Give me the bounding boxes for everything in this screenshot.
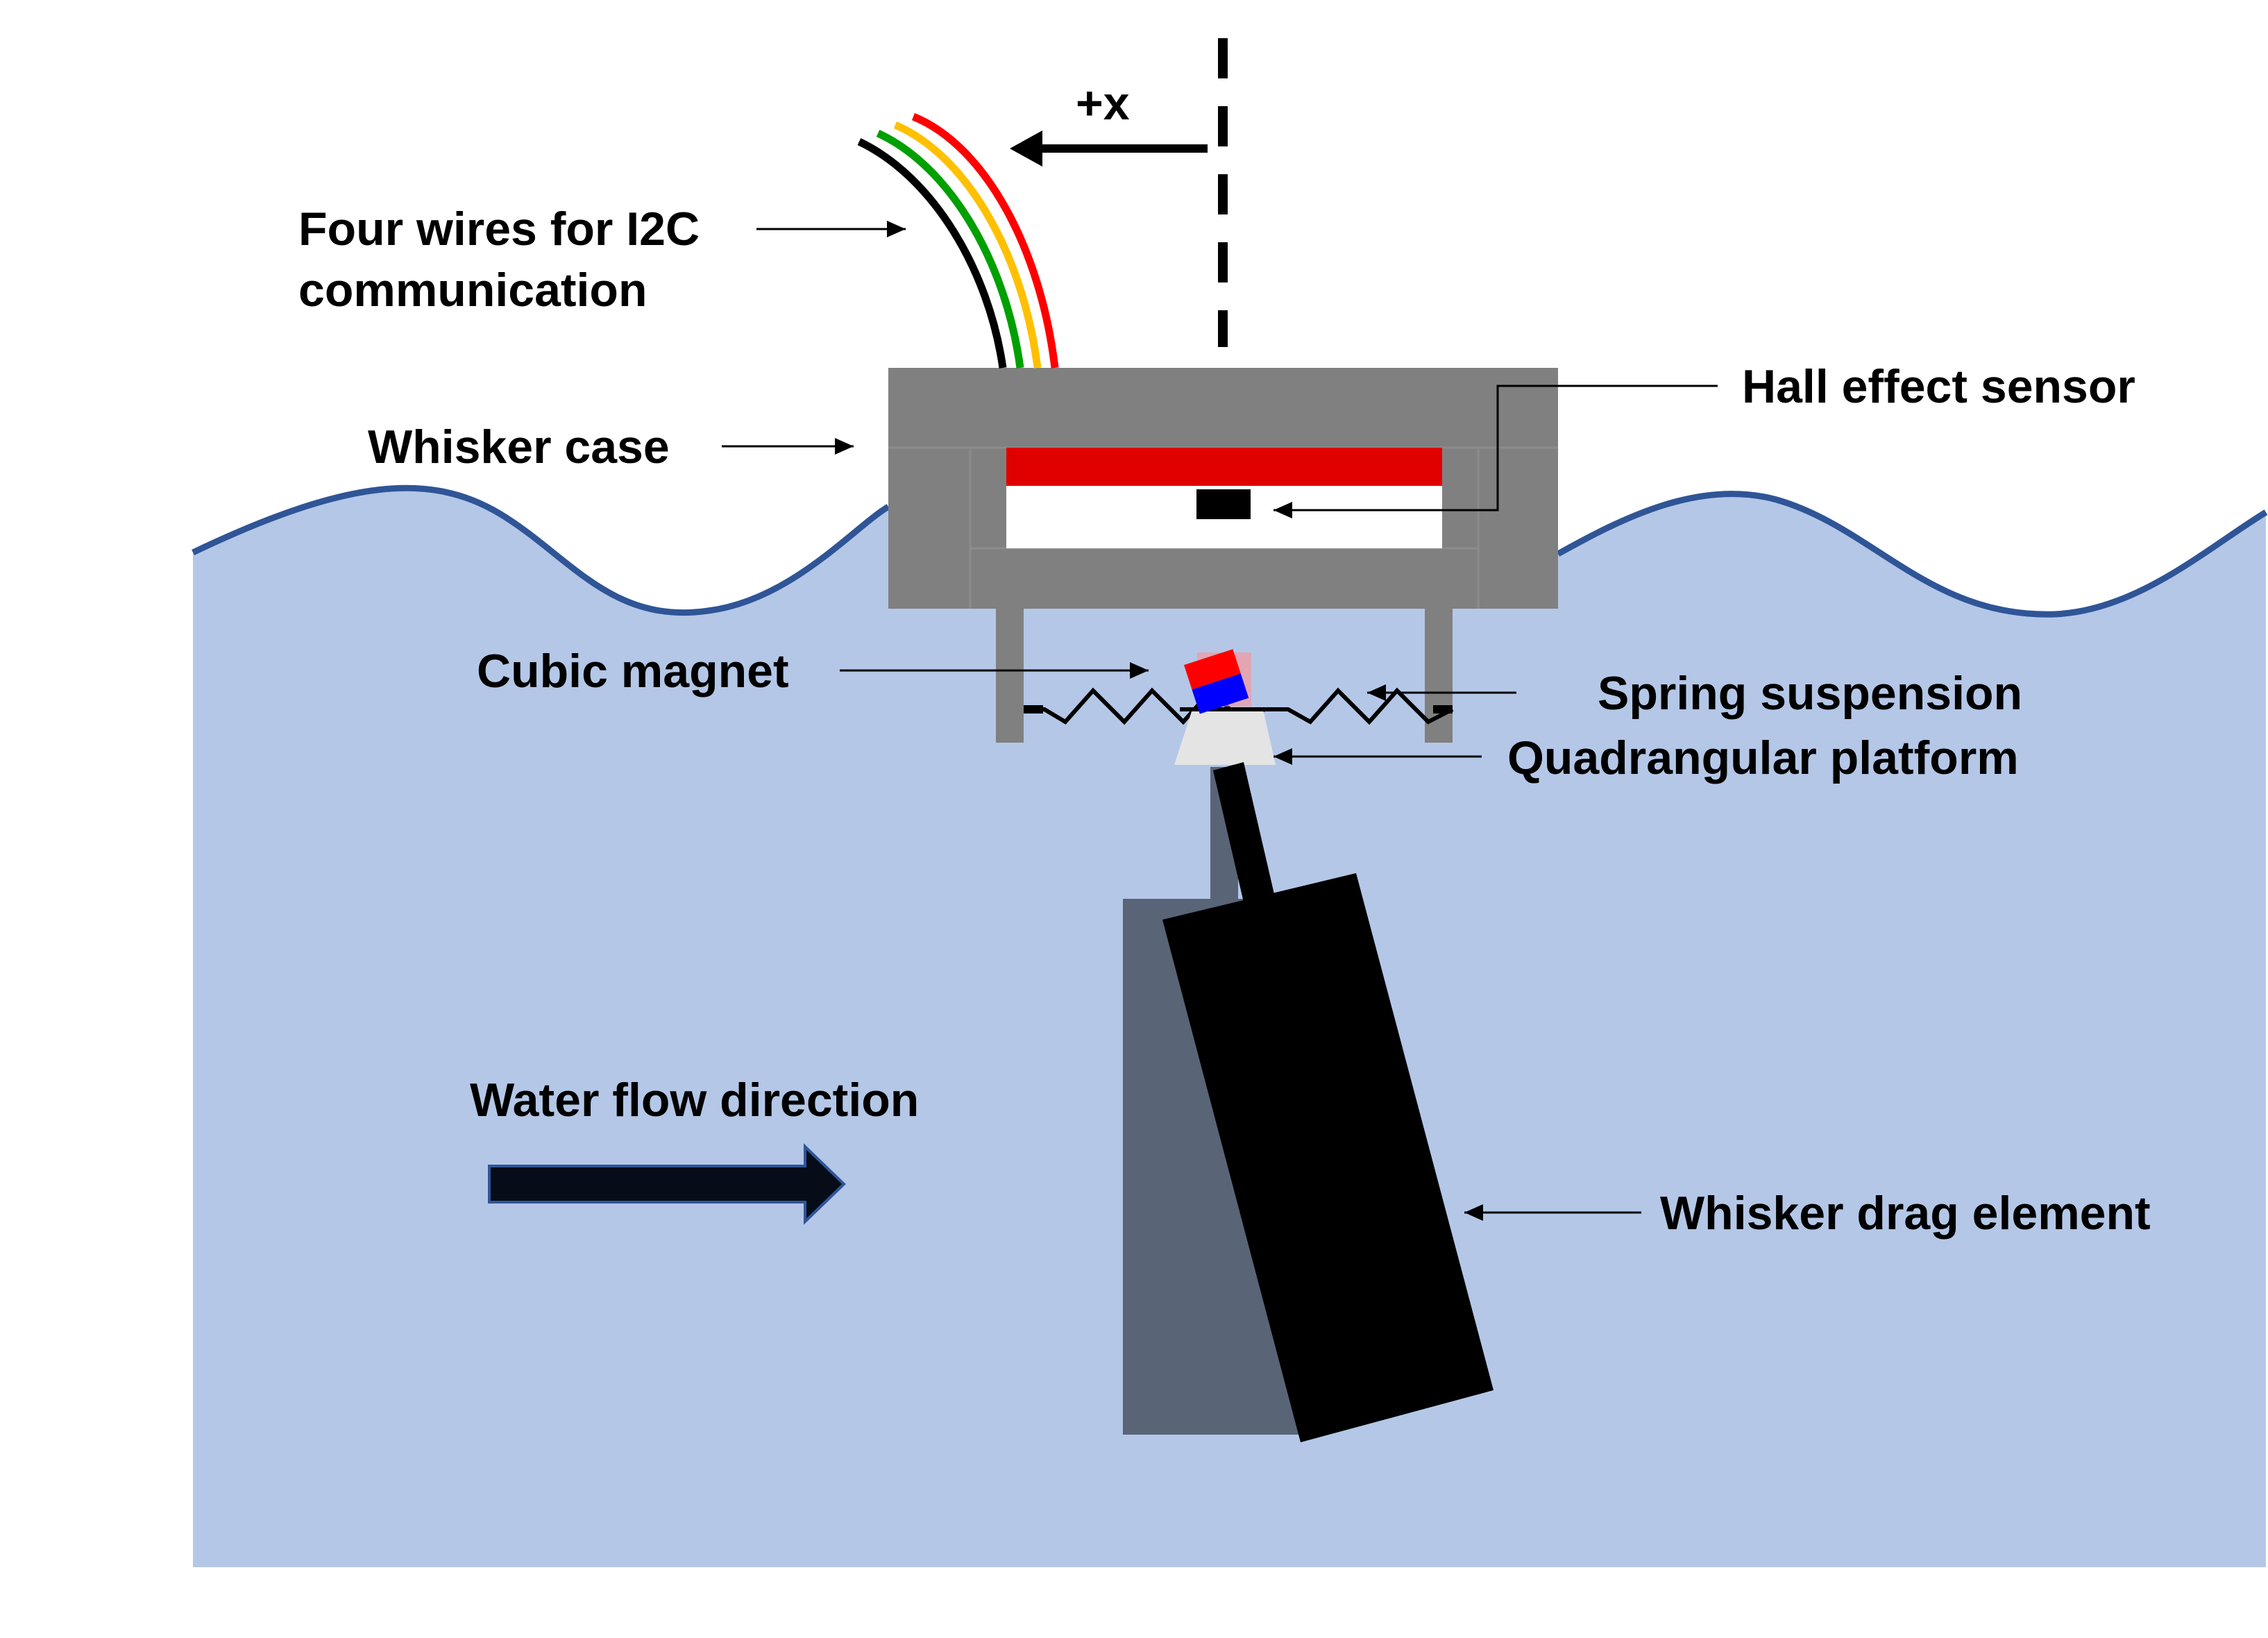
- case-leg-left: [996, 609, 1024, 743]
- hall-sensor-label: Hall effect sensor: [1742, 360, 2135, 413]
- whisker-case: [888, 368, 1558, 743]
- drag-element-label: Whisker drag element: [1660, 1187, 2151, 1240]
- cubic-magnet-label: Cubic magnet: [477, 645, 789, 698]
- hall-sensor-leader: [1273, 385, 1718, 518]
- plus-x-label: +x: [1076, 77, 1130, 130]
- plus-x-arrowhead: [1010, 130, 1042, 167]
- wires-label-line2: communication: [298, 264, 648, 316]
- water-surface-line: [192, 484, 890, 616]
- spring-suspension-label: Spring suspension: [1598, 667, 2022, 720]
- water-surface-line-right: [1556, 491, 2268, 618]
- water-flow-arrow: [488, 1143, 846, 1225]
- quadrangular-platform: [1174, 709, 1276, 765]
- pcb-board: [1006, 448, 1442, 486]
- spring-anchor-right: [1433, 705, 1453, 714]
- water-flow-label: Water flow direction: [470, 1074, 919, 1126]
- spring-anchor-left: [1024, 705, 1043, 714]
- whisker-drag-element: [1162, 873, 1493, 1442]
- cubic-magnet: [1183, 649, 1249, 714]
- whisker-rod: [1213, 762, 1274, 902]
- i2c-wires: [857, 112, 1059, 369]
- whisker-case-label: Whisker case: [368, 421, 670, 473]
- wires-label-line1: Four wires for I2C: [298, 203, 700, 255]
- hall-sensor-chip: [1196, 489, 1251, 519]
- platform-label: Quadrangular platform: [1507, 732, 2019, 784]
